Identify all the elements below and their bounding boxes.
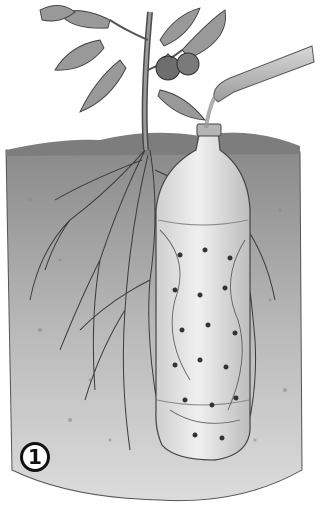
garden-hose bbox=[206, 46, 314, 128]
plastic-bottle bbox=[156, 124, 250, 460]
step-number-label: 1 bbox=[28, 445, 42, 469]
tomatoes bbox=[156, 53, 199, 80]
step-number-badge: 1 bbox=[20, 442, 50, 472]
